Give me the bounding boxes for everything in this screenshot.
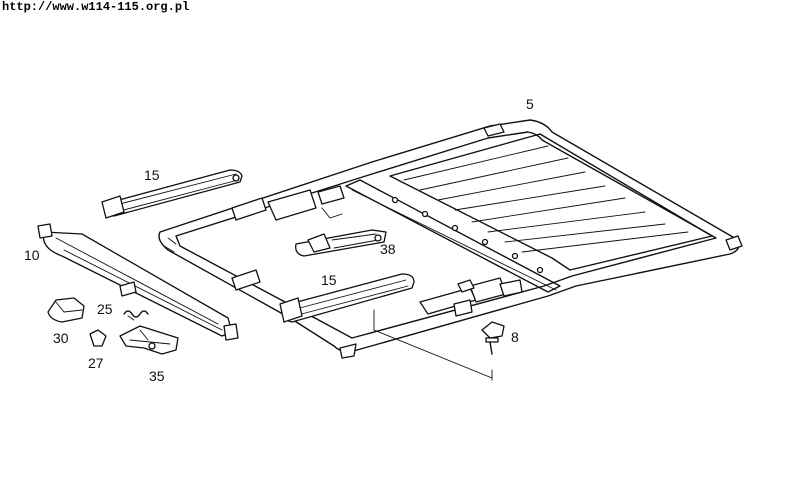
source-watermark: http://www.w114-115.org.pl <box>2 0 190 14</box>
bracket-38 <box>295 229 387 257</box>
guide-rail-15-upper <box>101 169 243 219</box>
label-25: 25 <box>97 301 113 317</box>
label-15-lower: 15 <box>321 272 337 288</box>
bolt-8 <box>481 321 505 355</box>
guide-rail-10 <box>37 223 239 341</box>
label-5: 5 <box>526 96 534 112</box>
label-8: 8 <box>511 329 519 345</box>
clip-27 <box>89 329 107 347</box>
label-30: 30 <box>53 330 69 346</box>
label-38: 38 <box>380 241 396 257</box>
sunroof-frame <box>158 119 743 359</box>
slider-block-30 <box>47 297 85 323</box>
spring-25 <box>123 310 149 321</box>
label-27: 27 <box>88 355 104 371</box>
label-15-upper: 15 <box>144 167 160 183</box>
guide-rail-15-lower <box>279 273 415 323</box>
leader-lines <box>373 309 493 381</box>
label-35: 35 <box>149 368 165 384</box>
carrier-35 <box>119 325 179 355</box>
part-labels: 5 15 10 38 15 25 8 30 27 35 <box>24 96 534 384</box>
label-10: 10 <box>24 247 40 263</box>
